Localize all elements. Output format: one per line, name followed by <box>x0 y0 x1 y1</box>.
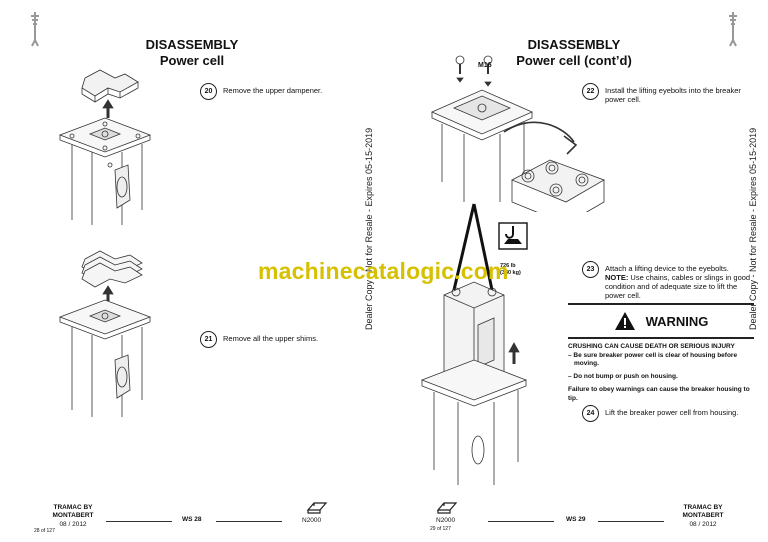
tool-corner-icon <box>31 12 39 47</box>
left-page: DISASSEMBLY Power cell <box>31 12 373 534</box>
footer-rule <box>598 521 664 522</box>
note-text: Use chains, cables or slings in good con… <box>605 273 751 300</box>
step-number: 24 <box>582 405 599 422</box>
warning-heading: WARNING <box>645 313 709 329</box>
watermark: machinecatalogic.com <box>258 258 509 284</box>
page-subtitle: Power cell (cont’d) <box>516 53 632 68</box>
footer-page-count: 28 of 127 <box>34 528 55 534</box>
book-icon <box>306 502 328 514</box>
footer-ws: WS 28 <box>182 516 202 523</box>
tool-corner-icon <box>729 12 737 47</box>
step-number: 20 <box>200 83 217 100</box>
weight-kg: (330 kg) <box>500 270 521 276</box>
lifting-hook-icon <box>498 222 528 250</box>
page-title: DISASSEMBLY <box>527 37 621 52</box>
step-21: 21 Remove all the upper shims. <box>200 331 373 348</box>
footer-date: 08 / 2012 <box>689 521 717 528</box>
step-number: 23 <box>582 261 599 278</box>
warning-header: WARNING <box>568 303 754 339</box>
warning-bullet: – Do not bump or push on housing. <box>568 372 678 380</box>
step-text: Remove the upper dampener. <box>223 86 323 95</box>
footer-rule <box>488 521 554 522</box>
page-subtitle: Power cell <box>159 53 225 68</box>
warning-body: CRUSHING CAN CAUSE DEATH OR SERIOUS INJU… <box>568 343 754 403</box>
shims-removal-illustration <box>58 250 152 417</box>
step-text: Remove all the upper shims. <box>223 334 319 343</box>
step-text: Lift the breaker power cell from housing… <box>605 408 739 417</box>
warning-bullet: – Be sure breaker power cell is clear of… <box>568 351 738 368</box>
page-title: DISASSEMBLY <box>145 37 239 52</box>
weight-lb: 726 lb <box>500 263 516 269</box>
warning-line1: CRUSHING CAN CAUSE DEATH OR SERIOUS INJU… <box>568 343 735 350</box>
note-label: NOTE: <box>605 273 629 282</box>
step-text: Install the lifting eyebolts into the br… <box>605 86 741 104</box>
footer-brand: TRAMAC BY MONTABERT <box>52 504 94 519</box>
footer-rule <box>216 521 282 522</box>
footer-model: N2000 <box>302 517 322 524</box>
footer-ws: WS 29 <box>566 516 586 523</box>
step-22: 22 Install the lifting eyebolts into the… <box>582 83 755 104</box>
footer-brand: TRAMAC BY MONTABERT <box>682 504 724 519</box>
footer-date: 08 / 2012 <box>59 521 87 528</box>
step-text: Attach a lifting device to the eyebolts. <box>605 264 729 273</box>
step-number: 21 <box>200 331 217 348</box>
footer-page-count: 29 of 127 <box>430 526 451 532</box>
step-24: 24 Lift the breaker power cell from hous… <box>582 405 755 422</box>
book-icon <box>436 502 458 514</box>
eyebolts-illustration <box>431 55 605 212</box>
step-number: 22 <box>582 83 599 100</box>
warning-box: WARNING CRUSHING CAN CAUSE DEATH OR SERI… <box>568 303 754 403</box>
dampener-removal-illustration <box>58 69 152 225</box>
right-page: DISASSEMBLY Power cell (cont’d) M16 <box>384 0 768 542</box>
footer-rule <box>106 521 172 522</box>
step-20: 20 Remove the upper dampener. <box>200 83 373 100</box>
warning-triangle-icon <box>614 312 635 330</box>
lifting-illustration <box>420 203 528 485</box>
warning-consequence: Failure to obey warnings can cause the b… <box>568 386 750 402</box>
dealer-copy-vertical-text: Dealer Copy - Not for Resale - Expires 0… <box>748 127 758 330</box>
dealer-copy-vertical-text: Dealer Copy - Not for Resale - Expires 0… <box>364 127 374 330</box>
weight-label: 726 lb (330 kg) <box>500 263 521 277</box>
step-23: 23 Attach a lifting device to the eyebol… <box>582 261 755 300</box>
footer-model: N2000 <box>436 517 456 524</box>
bolt-size-label: M16 <box>478 62 492 69</box>
